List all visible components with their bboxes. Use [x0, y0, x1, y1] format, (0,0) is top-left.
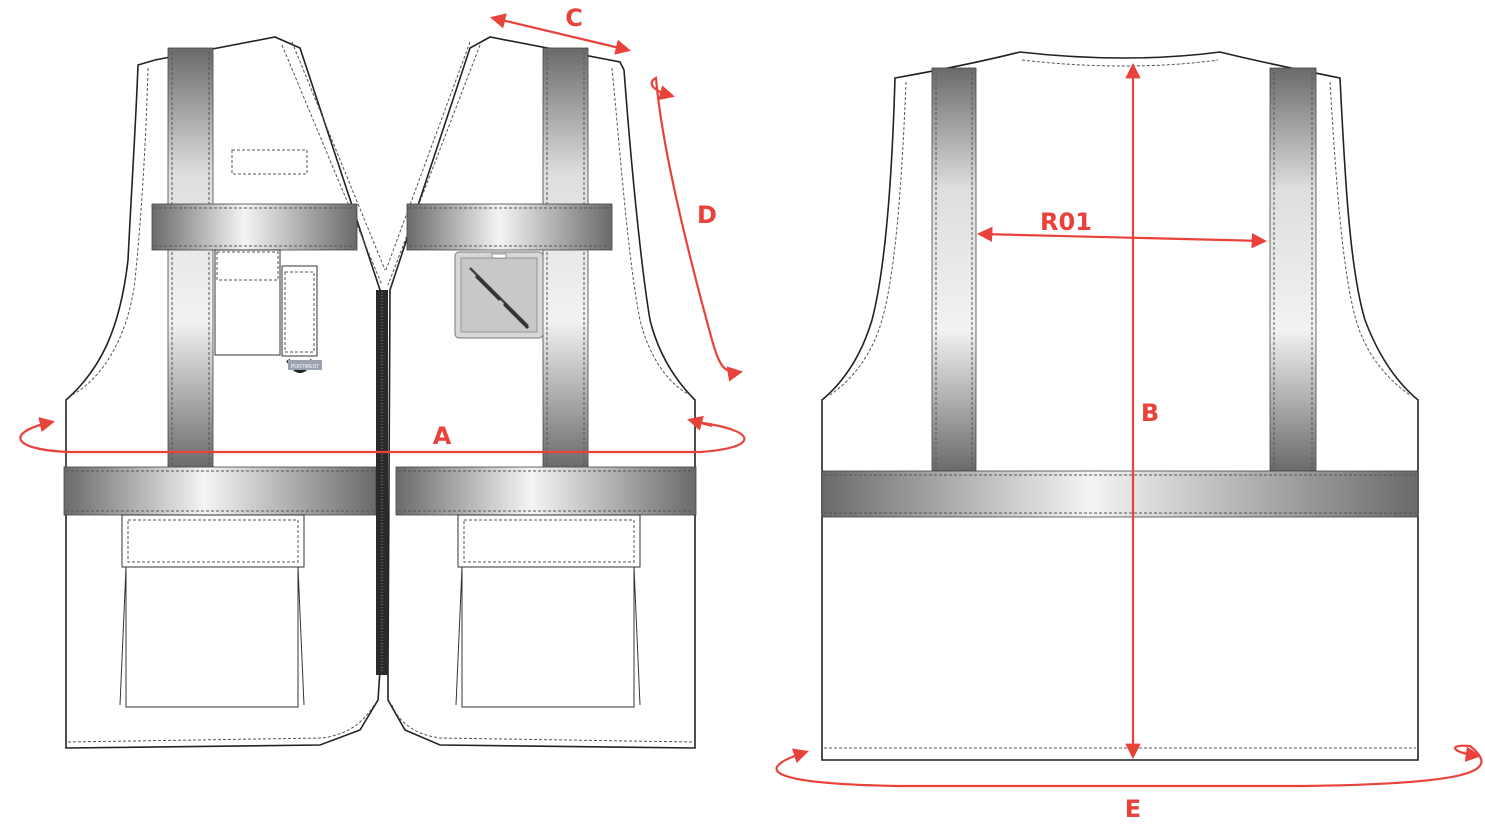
front-neck-binding [281, 41, 386, 286]
front-strap-left [167, 47, 214, 469]
brand-tag [288, 360, 322, 370]
back-waist-tape [821, 470, 1419, 518]
measure-r01-label: R01 [1040, 208, 1092, 236]
zipper [376, 290, 388, 675]
back-neck-binding [1021, 59, 1219, 67]
measure-c-label: C [565, 4, 583, 32]
measure-e-line [775, 744, 1483, 788]
front-hem-binding-right [391, 704, 693, 743]
back-armhole-binding-left [829, 81, 907, 396]
measure-a-label: A [433, 422, 452, 450]
back-vest-body [821, 51, 1419, 761]
front-chest-tape-left [151, 203, 358, 251]
front-pocket-left [125, 566, 299, 708]
measure-b-label: B [1141, 399, 1159, 427]
back-strap-right [1269, 67, 1317, 472]
front-vest: PORTWEST [63, 36, 697, 749]
pen-pocket-flap [216, 251, 279, 281]
phone-pocket [281, 265, 318, 357]
measure-a-line [19, 417, 746, 454]
pen-pocket-left [214, 249, 281, 356]
front-waist-tape-right [395, 466, 697, 516]
front-hem-binding [67, 704, 375, 743]
back-vest [821, 51, 1419, 761]
measurement-annotations: A C D B R01 E [19, 4, 1483, 823]
measure-d-label: D [697, 201, 717, 229]
front-strap-right [542, 47, 589, 469]
front-neck-binding-right [385, 41, 481, 286]
front-armhole-binding [71, 67, 149, 396]
measure-e-label: E [1125, 795, 1141, 823]
front-pocket-right-flap [457, 514, 641, 568]
front-chest-tape-right [406, 203, 613, 251]
front-waist-tape-left [63, 466, 377, 516]
name-badge-holder [231, 149, 308, 175]
back-armhole-binding-right [1329, 81, 1411, 396]
front-pocket-left-flap [121, 514, 305, 568]
measure-r01-line [976, 226, 1268, 249]
brand-tag-label: PORTWEST [291, 364, 319, 370]
front-pocket-right [461, 566, 635, 708]
back-strap-left [931, 67, 977, 472]
measure-c-line [490, 13, 631, 55]
measure-d-line [650, 76, 744, 382]
